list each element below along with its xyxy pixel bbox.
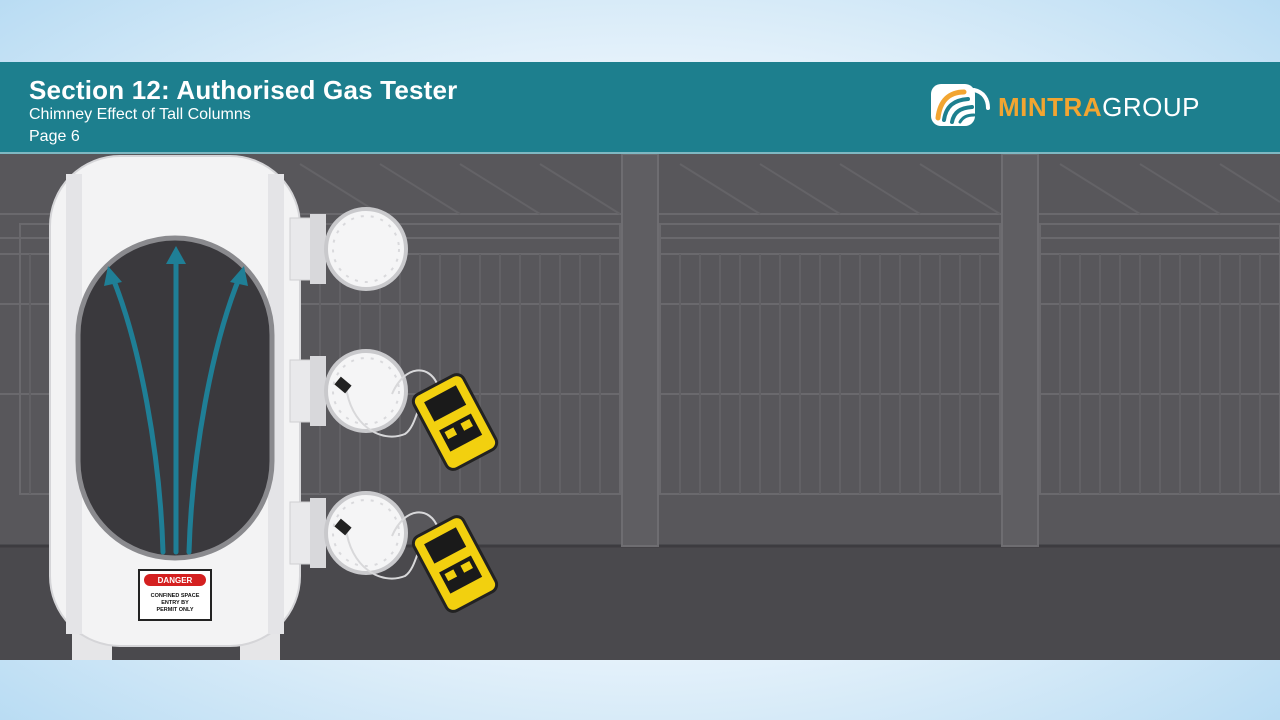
chimney-arrow-icon xyxy=(109,253,243,555)
danger-line1: CONFINED SPACE xyxy=(151,593,200,599)
logo-mark-icon xyxy=(931,84,990,126)
danger-sign-icon xyxy=(138,569,212,621)
illustration: DANGER CONFINED SPACE ENTRY BY PERMIT ON… xyxy=(0,154,1280,660)
nozzle-bottom xyxy=(289,491,408,575)
logo-part1: MINTRA xyxy=(998,92,1103,122)
slide-title: Section 12: Authorised Gas Tester xyxy=(29,75,458,105)
wall-trusses xyxy=(299,163,1280,215)
gas-detector-icon xyxy=(334,369,499,471)
brand-logo: MINTRAGROUP xyxy=(930,82,1260,132)
danger-line2: ENTRY BY xyxy=(161,600,189,606)
danger-label: DANGER xyxy=(158,576,193,585)
wall-slats xyxy=(29,254,1261,494)
logo-part2: GROUP xyxy=(1102,92,1200,122)
nozzle-top xyxy=(289,207,408,291)
nozzle-middle xyxy=(289,349,408,433)
pressure-vessel xyxy=(49,155,301,660)
page-number: Page 6 xyxy=(29,128,80,145)
wall-columns xyxy=(621,154,1039,547)
logo-wordmark: MINTRAGROUP xyxy=(998,92,1200,123)
gas-detector-icon-2 xyxy=(334,511,499,613)
danger-line3: PERMIT ONLY xyxy=(156,607,193,613)
slide-subtitle: Chimney Effect of Tall Columns xyxy=(29,106,251,123)
arrow-heads xyxy=(104,246,248,286)
slide-header: Section 12: Authorised Gas Tester Chimne… xyxy=(0,62,1280,154)
slide: Section 12: Authorised Gas Tester Chimne… xyxy=(0,62,1280,660)
